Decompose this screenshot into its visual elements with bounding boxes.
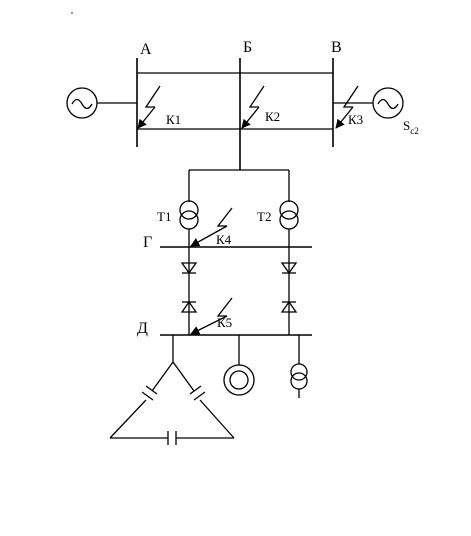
system-label-sub: c2 <box>410 126 419 136</box>
transformer-t2 <box>279 200 299 247</box>
system-label-main: S <box>403 118 410 133</box>
fault-k1-arrow <box>137 85 161 129</box>
rectifier-right-top <box>280 262 298 275</box>
bus-d-label: Д <box>137 320 148 337</box>
transformer-t1 <box>179 200 199 247</box>
generator-right <box>333 87 404 119</box>
fault-k2-arrow <box>241 85 265 129</box>
rectifier-left-bottom <box>180 300 198 313</box>
fault-k3-arrow <box>335 85 359 129</box>
fault-k4-arrow <box>190 207 233 247</box>
fault-k5-arrow <box>190 297 233 335</box>
fault-k3-label: К3 <box>348 112 363 127</box>
transformer-t1-label: Т1 <box>157 209 171 224</box>
bus-a-label: А <box>140 41 152 58</box>
rectifier-left-top <box>180 262 198 275</box>
bus-b-label: Б <box>243 39 252 56</box>
fault-k2-label: К2 <box>265 109 280 124</box>
bus-g-label: Г <box>143 234 152 251</box>
capacitor-bank-delta <box>109 361 235 445</box>
rectifier-right-bottom <box>280 300 298 313</box>
load-transformer <box>290 363 308 398</box>
generator-left <box>66 87 137 119</box>
fault-k1-label: К1 <box>166 112 181 127</box>
system-label: Sc2 <box>403 118 419 136</box>
motor-load <box>223 364 255 396</box>
bus-v-label: В <box>331 39 342 56</box>
fault-k5-label: К5 <box>217 315 232 330</box>
fault-k4-label: К4 <box>216 232 232 247</box>
stray-dot <box>71 12 73 14</box>
transformer-t2-label: Т2 <box>257 209 271 224</box>
